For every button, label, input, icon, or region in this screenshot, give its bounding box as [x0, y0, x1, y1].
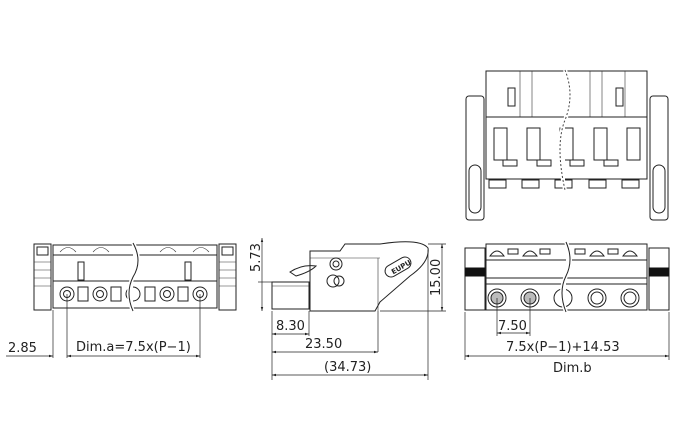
bottom-view: [464, 241, 670, 360]
top-slots: [493, 127, 641, 167]
dim-8-30: 8.30: [276, 319, 305, 334]
top-view: [465, 69, 669, 221]
dim-b-label: Dim.b: [553, 361, 592, 376]
dim-5-73: 5.73: [249, 243, 264, 272]
dim-23-50: 23.50: [305, 337, 342, 352]
front-view: [6, 242, 237, 358]
dim-7-50: 7.50: [498, 319, 527, 334]
dim-a-label: Dim.a=7.5x(P−1): [76, 340, 191, 355]
side-view: EUPU: [258, 238, 446, 380]
dim-15-00: 15.00: [429, 259, 444, 296]
screw-terminals: [59, 286, 208, 302]
dim-34-73: (34.73): [324, 360, 371, 375]
dim-2-85: 2.85: [8, 341, 37, 356]
dim-b-formula: 7.5x(P−1)+14.53: [506, 340, 620, 355]
